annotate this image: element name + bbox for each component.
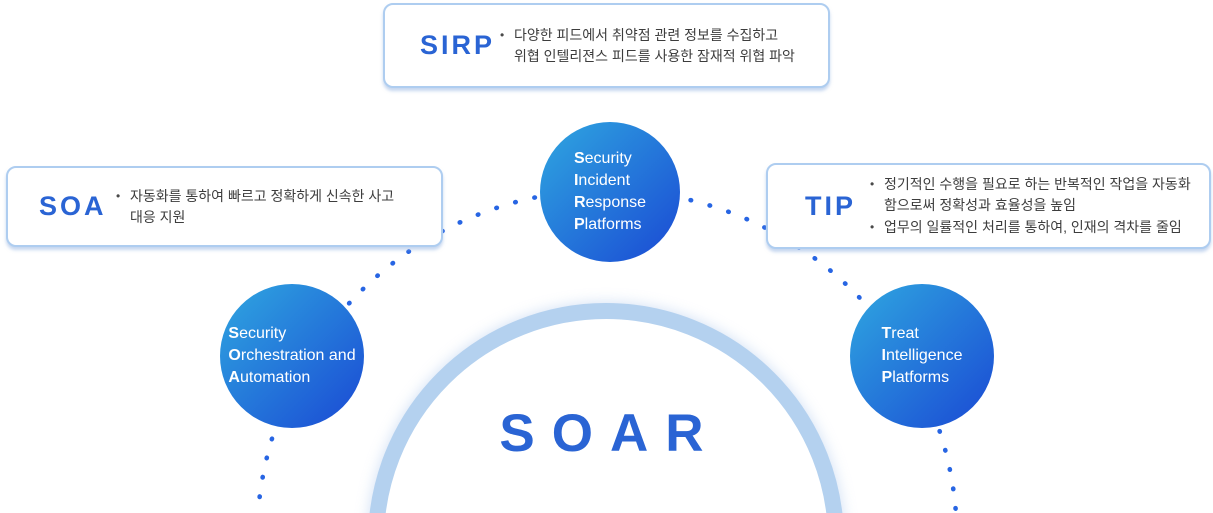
soar-label: SOAR (499, 404, 721, 463)
tip-card-title: TIP (805, 190, 857, 221)
circle-text-line: Treat (881, 325, 919, 342)
circle-text-line: Automation (228, 369, 311, 386)
circle-text-line: Platforms (881, 369, 950, 386)
circle-text-line: Platforms (573, 216, 642, 233)
circle-text-line: Response (573, 194, 647, 211)
soa-card-title: SOA (39, 191, 107, 221)
circle-text-line: Security (573, 150, 632, 167)
circle-text-line: Incident (573, 172, 631, 189)
circle-text-line: Orchestration and (228, 347, 356, 364)
circle-text-line: Intelligence (881, 347, 963, 364)
sirp-card-title: SIRP (420, 30, 496, 60)
circle-text-line: Security (228, 325, 287, 342)
bullet-item: 업무의 일률적인 처리를 통하여, 인재의 격차를 줄임 (868, 217, 1209, 238)
